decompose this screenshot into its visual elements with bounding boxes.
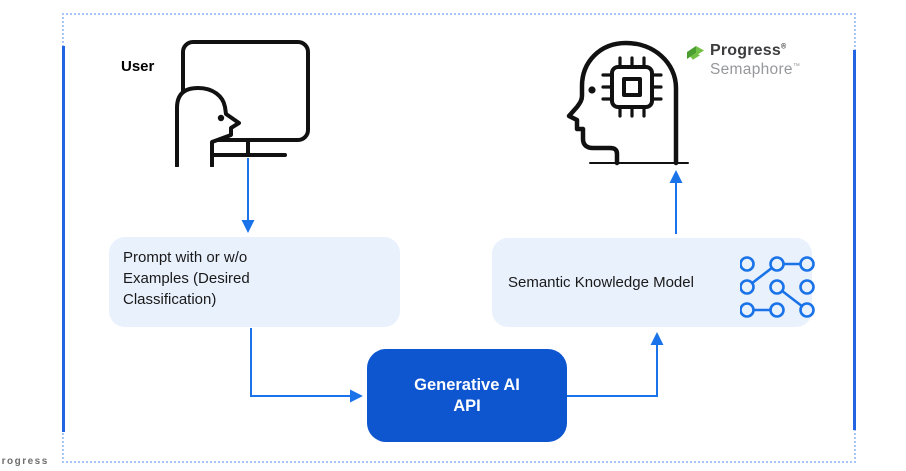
prompt-box-line1: Prompt with or w/o (123, 249, 248, 266)
prompt-box-line3: Classification) (123, 291, 217, 308)
ai-head-chip-icon[interactable] (560, 36, 692, 168)
user-at-computer-icon[interactable] (165, 32, 315, 167)
chip-pins (601, 56, 663, 118)
skm-label: Semantic Knowledge Model (508, 274, 694, 291)
logo-product-text: Semaphore™ (710, 61, 801, 78)
person-profile-shape (175, 86, 241, 167)
user-label: User (121, 58, 155, 75)
knowledge-graph-icon (740, 256, 815, 318)
head-profile-shape (566, 40, 679, 166)
api-box-line2: API (453, 396, 481, 415)
left-border-line (62, 46, 65, 432)
prompt-box-line2: Examples (Desired (123, 270, 250, 287)
watermark-text: progress (0, 456, 49, 467)
logo-brand-text: Progress® (710, 42, 787, 59)
api-box-line1: Generative AI (414, 375, 520, 394)
semantic-knowledge-model-box[interactable]: Semantic Knowledge Model (492, 238, 812, 327)
prompt-box[interactable]: Prompt with or w/o Examples (Desired Cla… (109, 237, 400, 327)
person-eye-dot (217, 114, 225, 122)
generative-ai-api-box[interactable]: Generative AI API (367, 349, 567, 442)
right-border-line (853, 50, 856, 430)
chip-shape (610, 65, 654, 109)
arrow-prompt-to-api (250, 328, 363, 403)
arrow-api-to-skm (567, 332, 664, 397)
progress-logo-icon (687, 46, 704, 60)
head-eye-dot (588, 86, 596, 94)
progress-semaphore-logo: Progress® Semaphore™ (685, 42, 800, 79)
